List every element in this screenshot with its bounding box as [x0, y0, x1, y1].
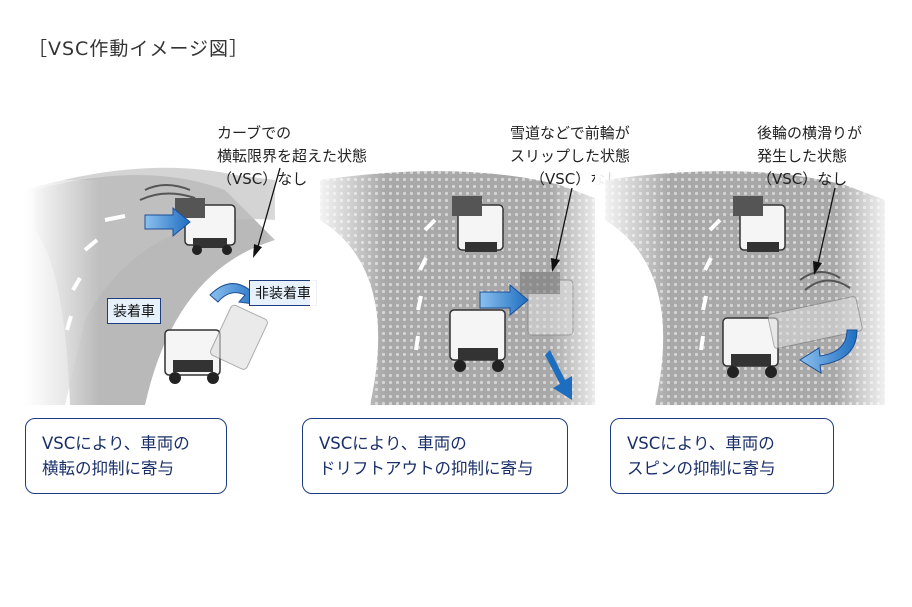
- note-panel-1: カーブでの 横転限界を超えた状態 （VSC）なし: [217, 124, 368, 188]
- panel-driftout: 雪道などで前輪が スリップした状態 （VSC）なし: [310, 120, 630, 410]
- truck-spinning-icon: [767, 296, 863, 349]
- tag-not-equipped: 非装着車: [249, 280, 317, 306]
- panel-spin: 後輪の横滑りが 発生した状態 （VSC）なし: [595, 120, 895, 410]
- truck-icon: [175, 198, 236, 255]
- caption-rollover: VSCにより、車両の 横転の抑制に寄与: [25, 418, 227, 494]
- note-panel-3: 後輪の横滑りが 発生した状態 （VSC）なし: [757, 124, 863, 188]
- truck-equipped-icon: [164, 329, 221, 384]
- truck-equipped-icon: [449, 309, 506, 372]
- truck-icon: [452, 196, 504, 252]
- tag-equipped: 装着車: [107, 298, 161, 324]
- spin-illustration: [595, 170, 895, 410]
- truck-tipping-icon: [210, 304, 268, 370]
- caption-spin: VSCにより、車両の スピンの抑制に寄与: [610, 418, 834, 494]
- caption-driftout: VSCにより、車両の ドリフトアウトの抑制に寄与: [302, 418, 568, 494]
- truck-equipped-icon: [722, 317, 779, 378]
- truck-drifting-icon: [520, 272, 574, 336]
- truck-icon: [733, 196, 786, 252]
- note-panel-2: 雪道などで前輪が スリップした状態 （VSC）なし: [510, 124, 631, 188]
- page-title: ［VSC作動イメージ図］: [28, 38, 249, 60]
- panel-rollover: カーブでの 横転限界を超えた状態 （VSC）なし 装着車 非装着車: [25, 120, 367, 410]
- driftout-illustration: [310, 170, 610, 410]
